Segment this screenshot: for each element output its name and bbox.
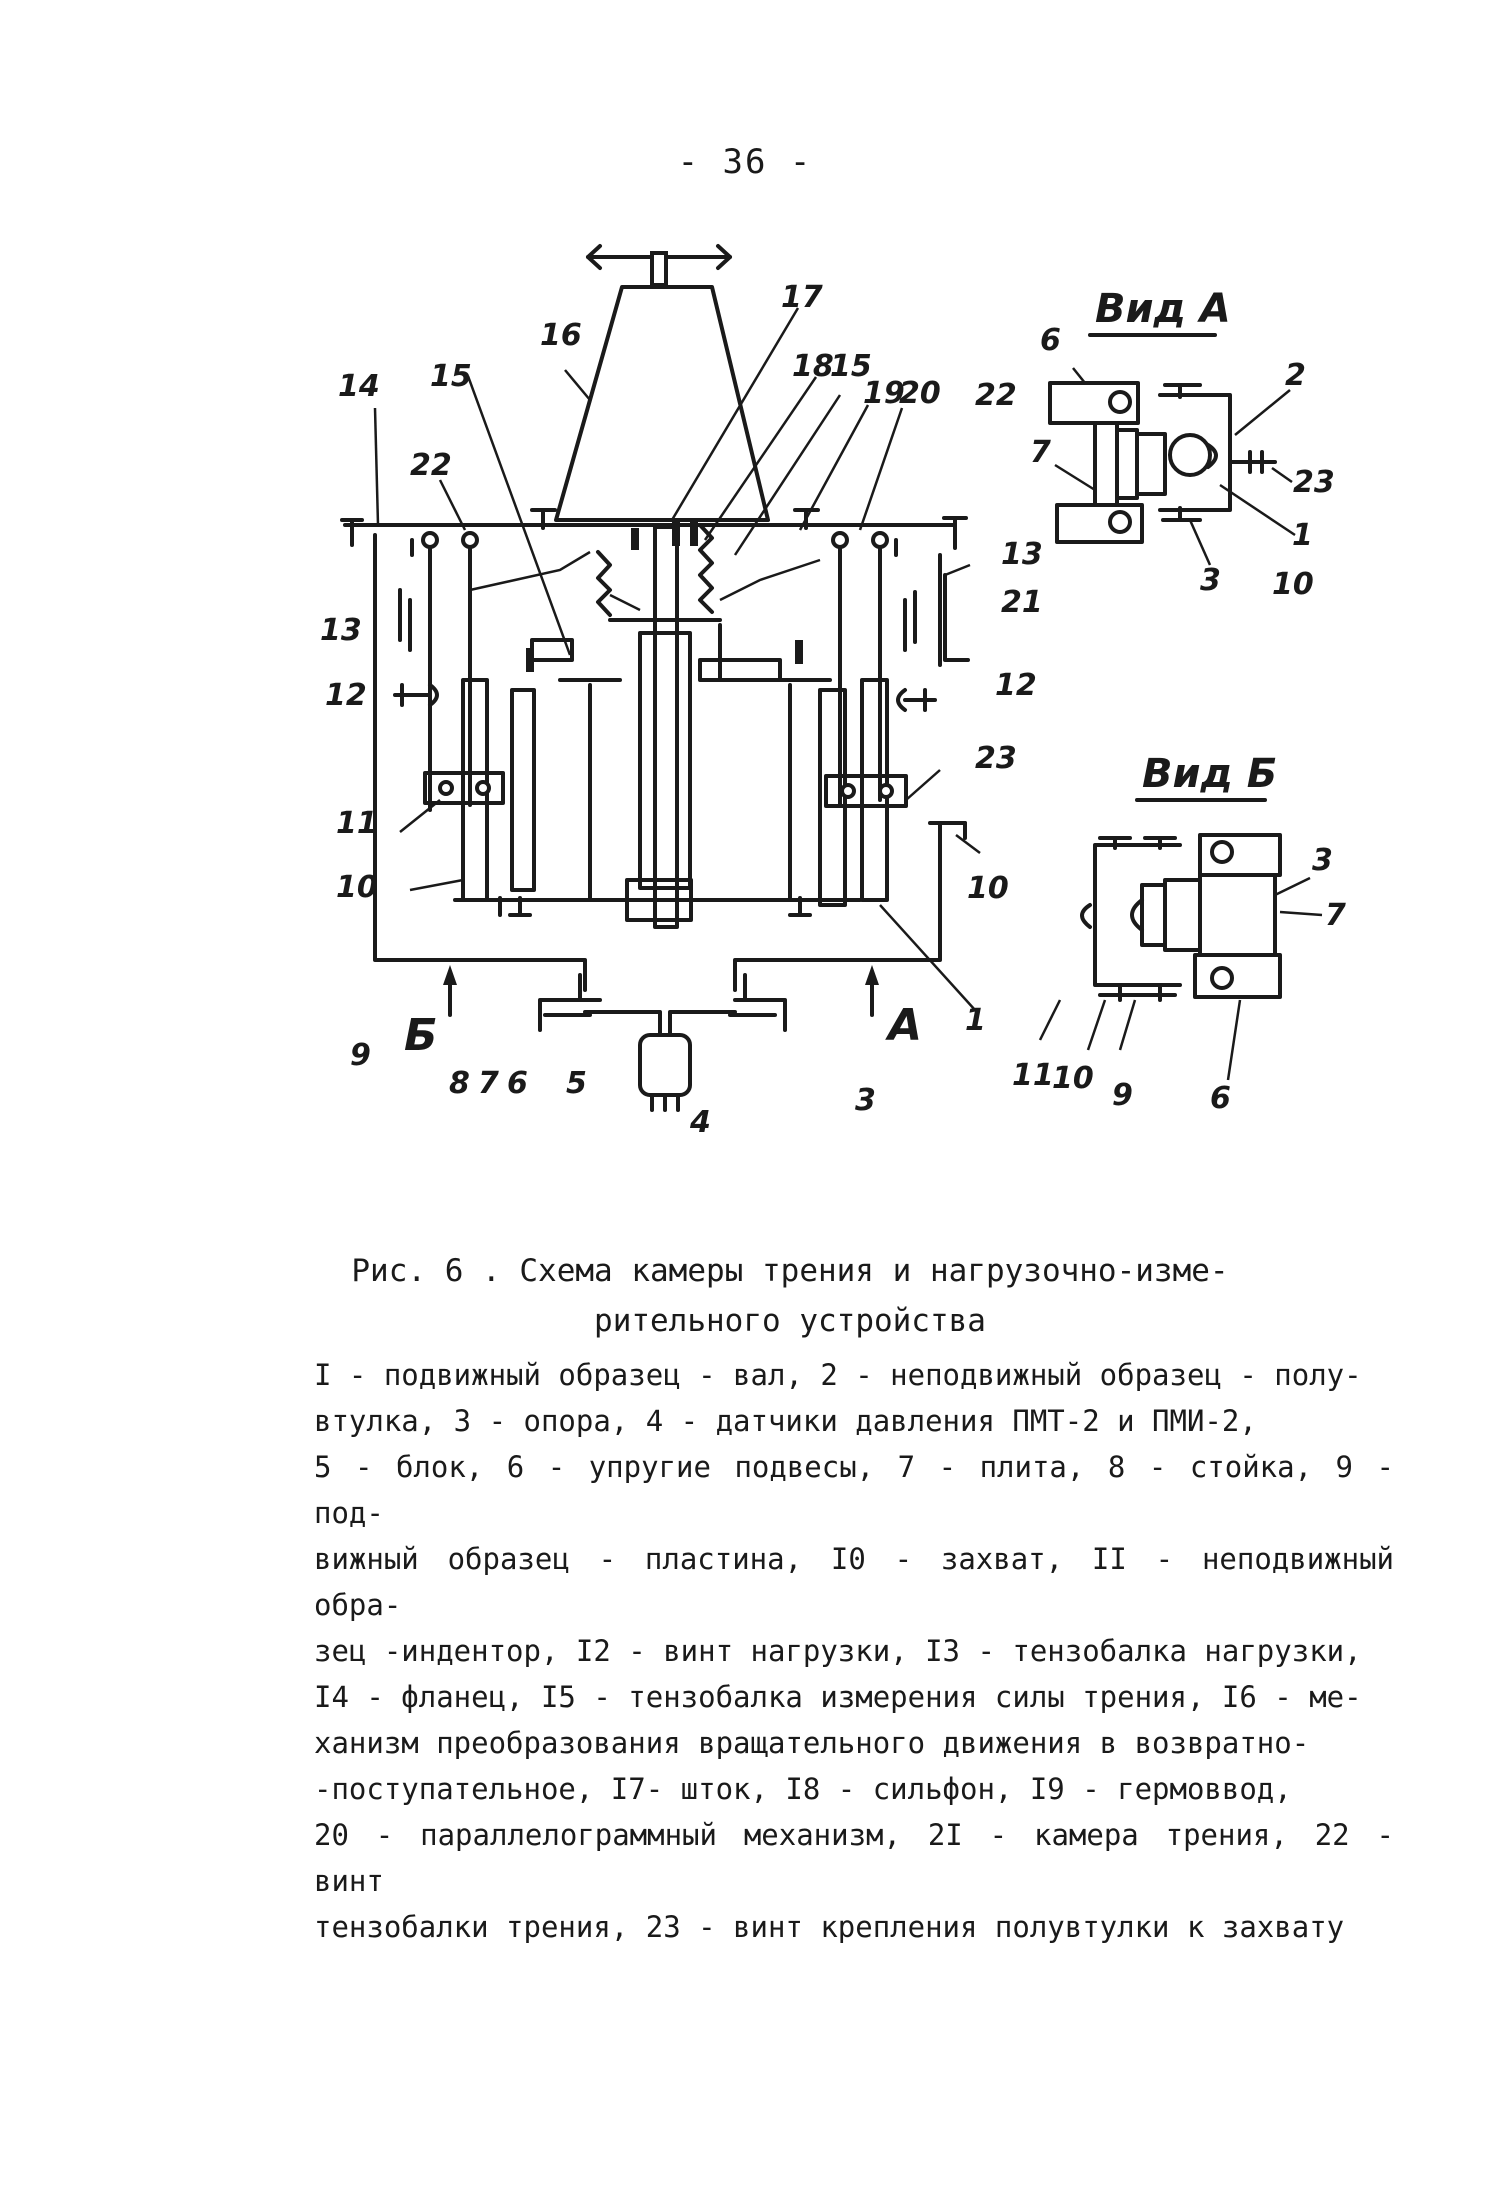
caption-line-2: рительного устройства <box>594 1303 986 1339</box>
view-a-label-23: 23 <box>1293 465 1335 500</box>
label-15-left: 15 <box>430 359 472 394</box>
right-plates <box>698 640 889 917</box>
legend-line: зец -индентор, I2 - винт нагрузки, I3 - … <box>314 1634 1362 1668</box>
label-7-main: 7 <box>478 1066 499 1101</box>
shaft-17 <box>625 525 693 929</box>
right-screw-12 <box>896 688 937 712</box>
label-6-main: 6 <box>507 1066 528 1101</box>
label-17: 17 <box>781 280 823 315</box>
mechanism-16 <box>554 285 770 522</box>
view-b-title: Вид Б <box>1142 751 1277 797</box>
main-labels: 14 15 16 17 18 15 19 20 22 22 13 21 13 1… <box>320 280 1043 1140</box>
label-10-right: 10 <box>967 871 1009 906</box>
view-b-label-9: 9 <box>1112 1078 1133 1113</box>
legend-line: I4 - фланец, I5 - тензобалка измерения с… <box>314 1680 1362 1714</box>
label-11-main: 11 <box>336 806 378 841</box>
label-19: 19 <box>863 376 905 411</box>
label-10-left: 10 <box>336 870 378 905</box>
legend-line: 5 - блок, 6 - упругие подвесы, 7 - плита… <box>314 1450 1394 1530</box>
view-a-title: Вид А <box>1095 286 1231 332</box>
legend-line: ханизм преобразования вращательного движ… <box>314 1726 1310 1760</box>
left-screw-12 <box>393 683 439 707</box>
legend-line: втулка, 3 - опора, 4 - датчики давления … <box>314 1404 1257 1438</box>
label-1-main: 1 <box>965 1003 986 1038</box>
friction-chamber-diagram: Б А 14 15 16 17 18 15 19 20 22 22 13 21 … <box>320 244 1346 1140</box>
view-b-label-6: 6 <box>1210 1081 1231 1116</box>
label-16: 16 <box>540 318 582 353</box>
label-18: 18 <box>792 349 834 384</box>
label-12-right: 12 <box>995 668 1037 703</box>
label-13-left: 13 <box>320 613 362 648</box>
arrow-b-label: Б <box>404 1010 438 1061</box>
label-15-right: 15 <box>830 349 872 384</box>
label-20: 20 <box>899 376 941 411</box>
arrow-a <box>865 965 879 1017</box>
label-3-main: 3 <box>855 1083 876 1118</box>
label-23-main: 23 <box>975 741 1017 776</box>
friction-chamber-body <box>373 533 967 992</box>
figure-legend: I - подвижный образец - вал, 2 - неподви… <box>314 1352 1394 1950</box>
view-a-label-6: 6 <box>1040 323 1061 358</box>
legend-line: 20 - параллелограммный механизм, 2I - ка… <box>314 1818 1394 1898</box>
label-22-left: 22 <box>410 448 452 483</box>
arrow-a-label: А <box>885 1000 922 1051</box>
legend-line: тензобалки трения, 23 - винт крепления п… <box>314 1910 1345 1944</box>
label-21: 21 <box>1001 585 1043 620</box>
caption-line-1: Рис. 6 . Схема камеры трения и нагрузочн… <box>351 1253 1229 1289</box>
label-13-right: 13 <box>1001 537 1043 572</box>
view-b-label-11: 11 <box>1012 1058 1054 1093</box>
right-clamp-10 <box>824 774 908 808</box>
view-a-label-10: 10 <box>1272 567 1314 602</box>
page-number: - 36 - <box>677 142 813 182</box>
view-b-label-10: 10 <box>1052 1061 1094 1096</box>
view-a-label-7: 7 <box>1030 435 1051 470</box>
label-22-right: 22 <box>975 378 1017 413</box>
leader-lines <box>373 307 981 1011</box>
view-b-label-7: 7 <box>1325 898 1346 933</box>
label-8: 8 <box>449 1066 470 1101</box>
label-4: 4 <box>689 1105 711 1140</box>
handwheel <box>586 244 732 287</box>
label-5: 5 <box>566 1066 587 1101</box>
legend-line: вижный образец - пластина, I0 - захват, … <box>314 1542 1394 1622</box>
view-b-label-3: 3 <box>1312 843 1333 878</box>
view-a-label-1: 1 <box>1292 518 1313 553</box>
label-9-main: 9 <box>350 1038 371 1073</box>
figure-caption: Рис. 6 . Схема камеры трения и нагрузочн… <box>340 1246 1240 1346</box>
left-plates <box>461 638 574 917</box>
view-a-label-2: 2 <box>1285 358 1306 393</box>
label-14: 14 <box>338 369 380 404</box>
legend-line: I - подвижный образец - вал, 2 - неподви… <box>314 1358 1362 1392</box>
base-and-sensor <box>538 973 787 1112</box>
legend-line: -поступательное, I7- шток, I8 - сильфон,… <box>314 1772 1292 1806</box>
left-clamp-10 <box>423 771 505 805</box>
view-a: Вид А 6 2 7 23 1 3 10 <box>1030 286 1335 602</box>
arrow-b <box>443 965 457 1017</box>
view-b: Вид Б 3 7 11 10 9 6 <box>1012 751 1346 1116</box>
label-12-left: 12 <box>325 678 367 713</box>
view-a-label-3: 3 <box>1200 563 1221 598</box>
